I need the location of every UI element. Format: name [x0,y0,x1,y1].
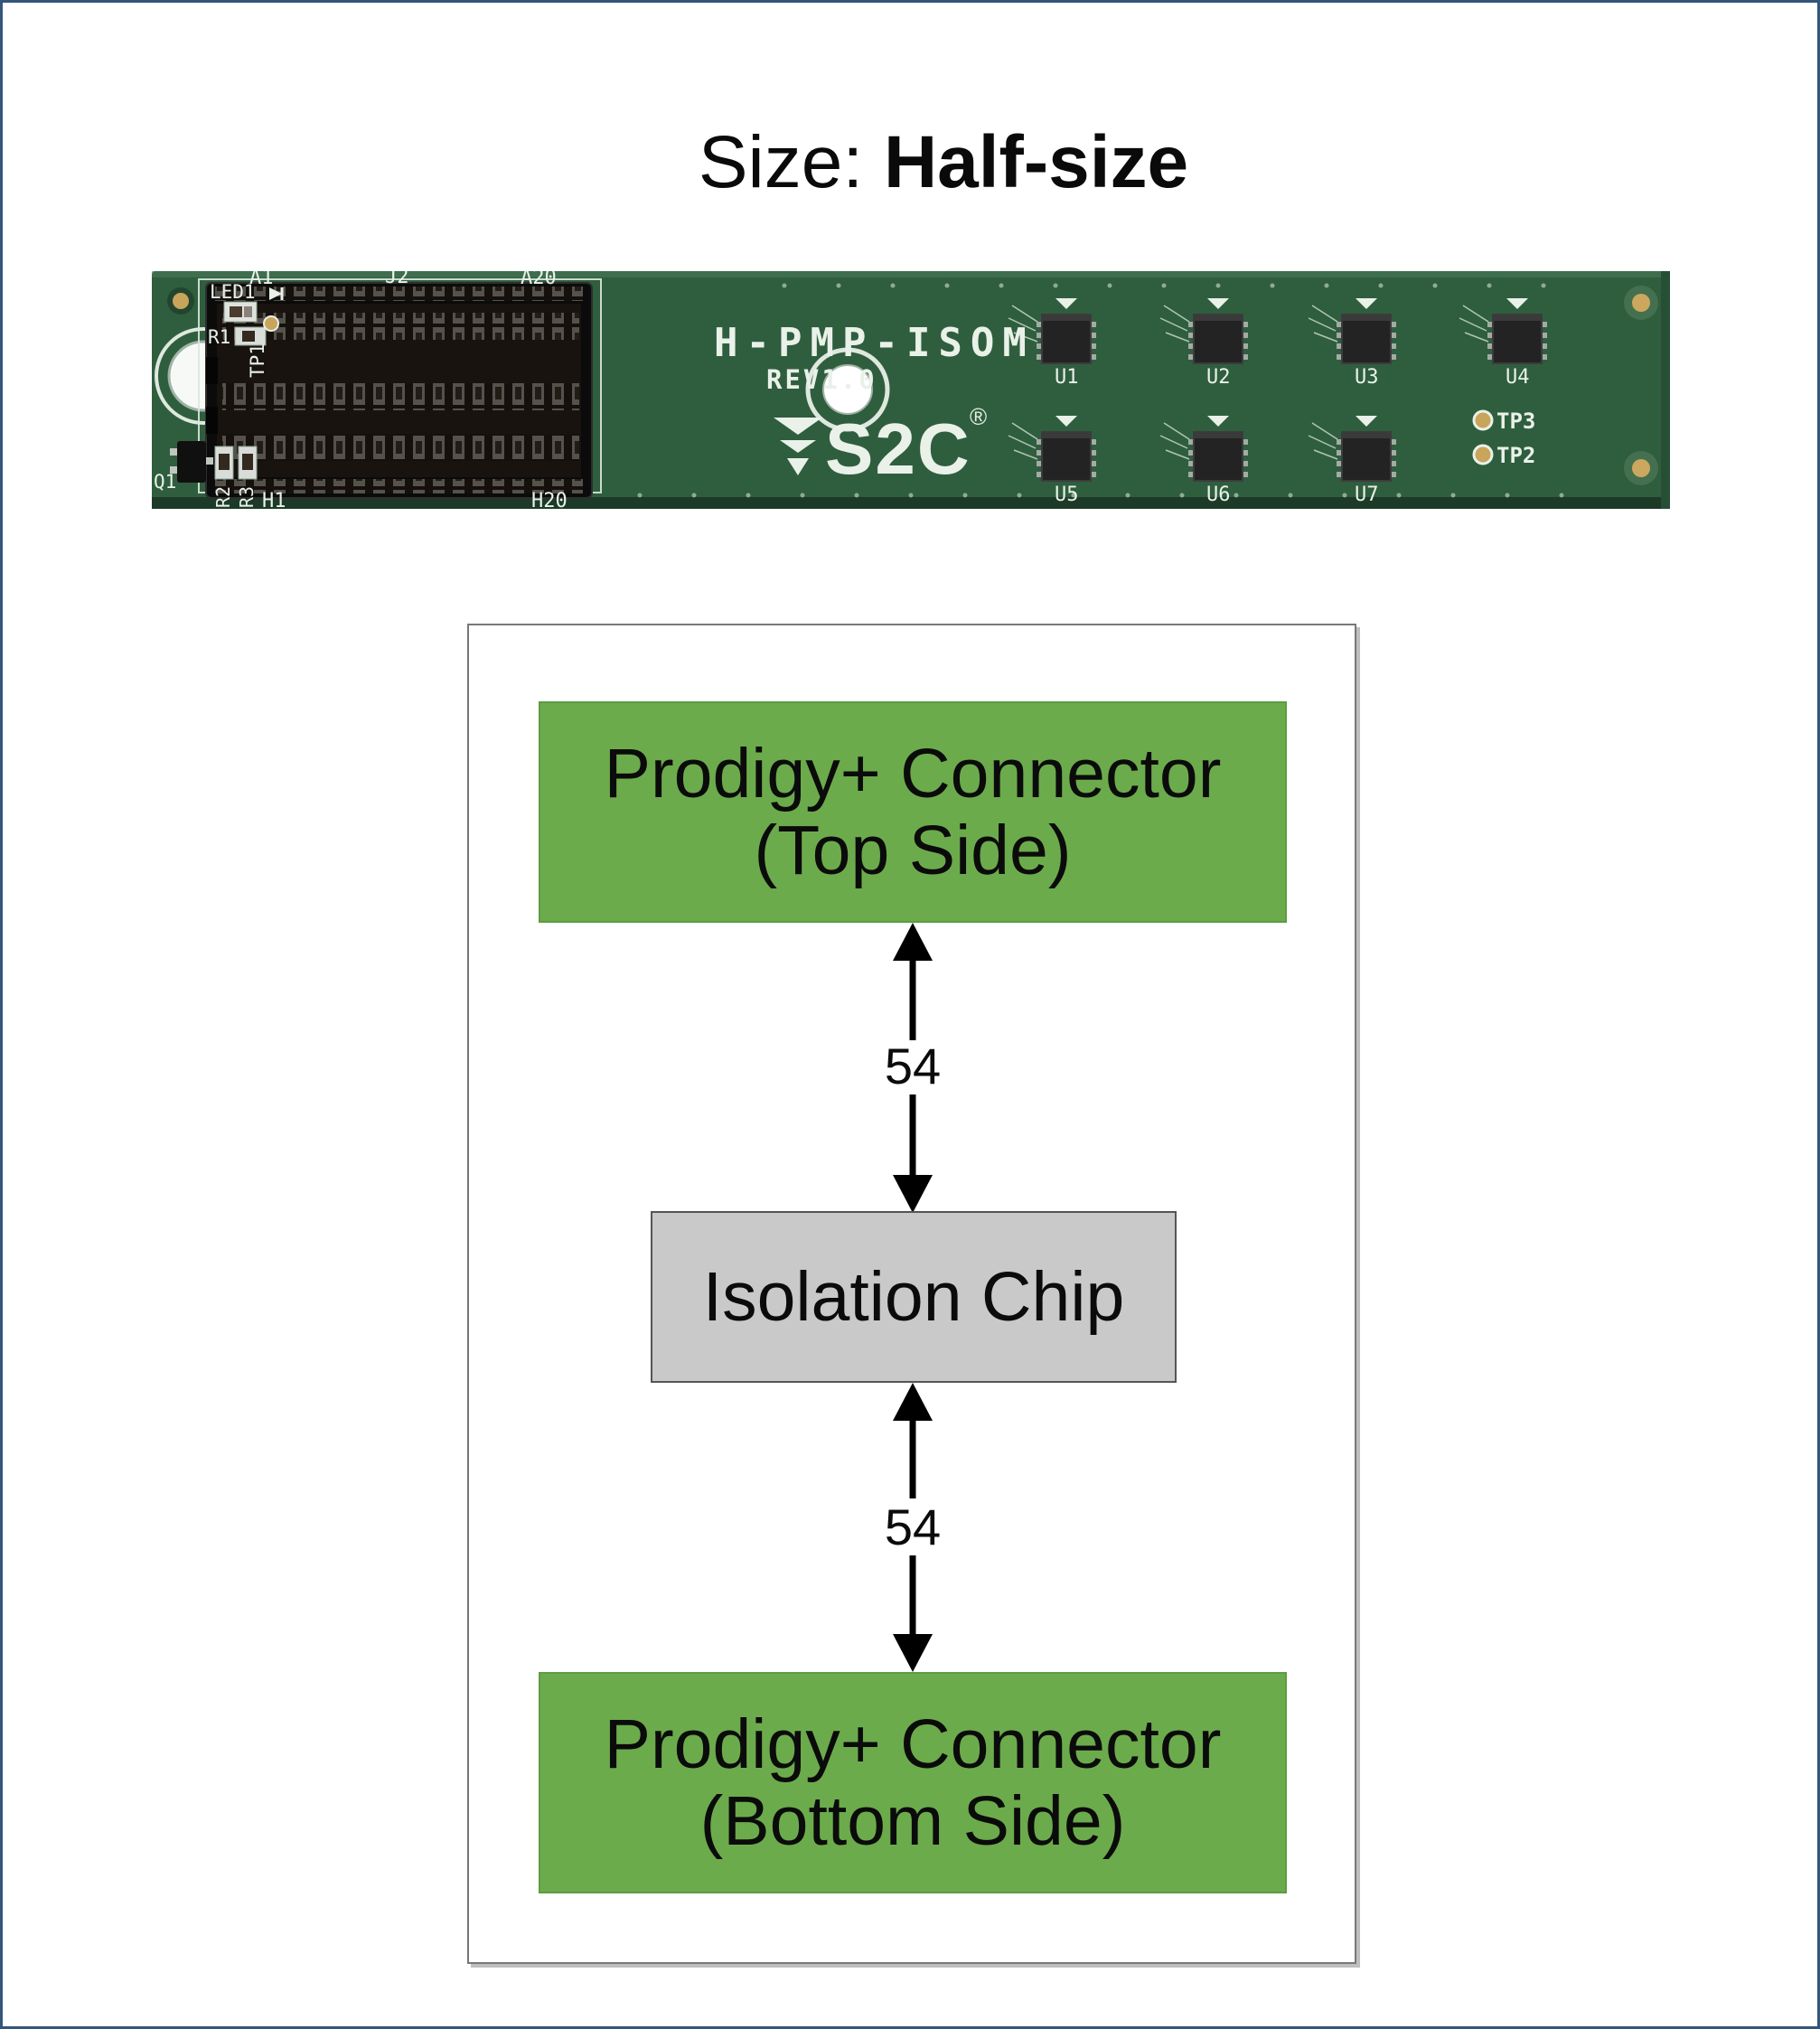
bottom-arrow-count-label: 54 [854,1501,971,1554]
chip-u5: U5 [1008,416,1096,506]
silk-label-a1: A1 [249,271,274,289]
prodigy-connector-bottom-box: Prodigy+ Connector (Bottom Side) [539,1672,1287,1893]
tp2-testpoint [1472,444,1494,465]
q1-component [170,441,213,483]
r3-component [238,446,258,480]
silk-label-q1: Q1 [154,471,176,493]
silk-label-u5: U5 [1055,484,1079,506]
s2c-logo-reg: ® [970,403,987,430]
prodigy-top-line2: (Top Side) [754,811,1072,889]
prodigy-top-line1: Prodigy+ Connector [604,734,1222,813]
diagram-frame: Prodigy+ Connector (Top Side) Isolation … [467,624,1356,1964]
silk-label-u4: U4 [1506,366,1530,389]
title-prefix: Size: [698,121,884,203]
prodigy-connector-top-box: Prodigy+ Connector (Top Side) [539,701,1287,923]
r2-component [214,446,234,480]
silk-label-a20: A20 [521,271,557,289]
silk-label-u7: U7 [1355,484,1379,506]
s2c-logo-text: S2C [825,409,971,489]
led1-component [223,287,284,323]
silk-label-tp2: TP2 [1496,443,1535,468]
silk-label-r1: R1 [208,326,230,348]
mounting-hole-middle [805,347,890,432]
page-title: Size: Half-size [36,126,1817,200]
pad-top-right [1624,286,1658,320]
s2c-logo: S2C ® [774,403,987,489]
silk-label-u3: U3 [1355,366,1379,389]
silk-label-h20: H20 [531,490,568,509]
prodigy-bottom-line2: (Bottom Side) [699,1781,1126,1860]
chip-u1: U1 [1008,298,1096,389]
isolation-chip-box: Isolation Chip [651,1211,1177,1383]
prodigy-bottom-line1: Prodigy+ Connector [604,1705,1222,1783]
silk-label-u2: U2 [1206,366,1231,389]
pcb-board-photo: A1 J2 A20 H1 H20 LED1 R1 TP1 Q1 [152,271,1670,509]
chip-u6: U6 [1159,416,1248,506]
silk-label-j2: J2 [385,271,409,288]
isolation-chip-label: Isolation Chip [702,1257,1125,1336]
silk-label-u6: U6 [1206,484,1231,506]
silk-label-r3: R3 [236,486,258,508]
title-emphasis: Half-size [883,121,1189,203]
fiducial-top-left [167,287,194,315]
connector-j2 [205,282,593,499]
via-dots [637,283,1564,498]
chip-u4: U4 [1459,298,1547,389]
board-name-text: H-PMP-ISOM [714,320,1035,366]
silk-label-tp1: TP1 [247,343,268,378]
r1-component [234,326,267,346]
chip-u3: U3 [1308,298,1396,389]
silk-label-u1: U1 [1055,366,1079,389]
tp3-testpoint [1472,409,1494,431]
chip-u2: U2 [1159,298,1248,389]
silk-label-h1: H1 [262,490,286,509]
tp1-testpoint [263,315,279,332]
pad-bottom-right [1624,451,1658,485]
silk-label-r2: R2 [212,486,234,508]
silk-label-tp3: TP3 [1496,409,1535,434]
chip-u7: U7 [1308,416,1396,506]
silk-label-led1: LED1 [210,281,256,303]
board-rev-text: REV1.0 [766,364,877,395]
top-arrow-count-label: 54 [854,1040,971,1093]
